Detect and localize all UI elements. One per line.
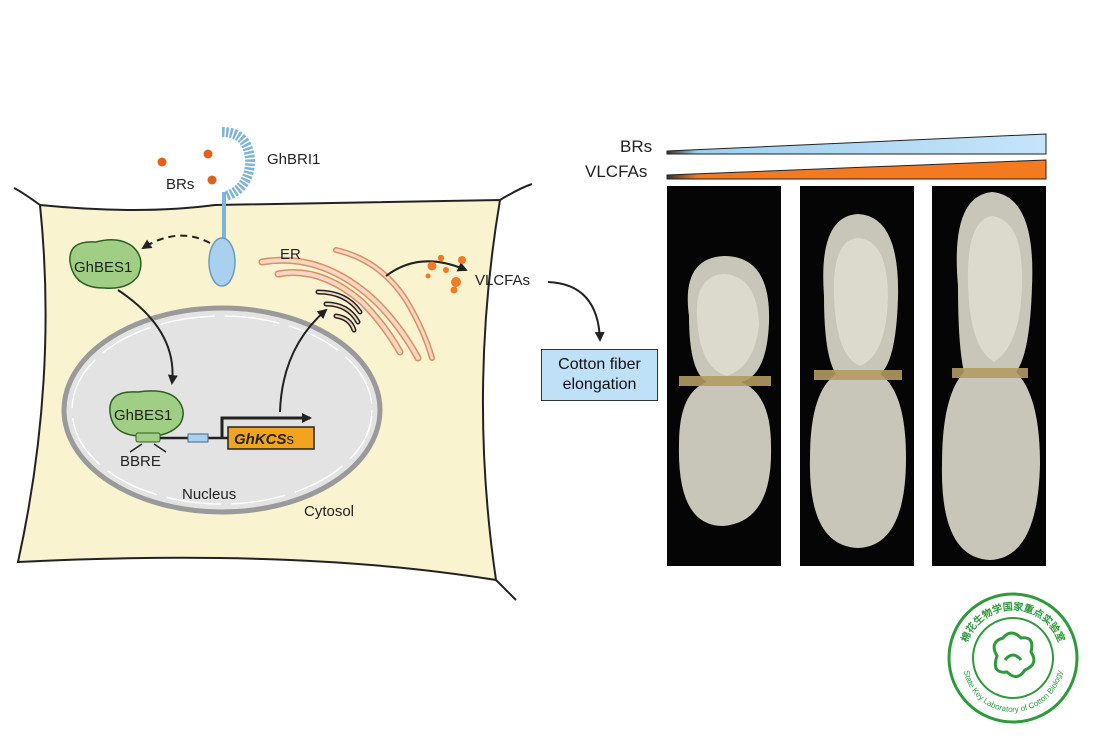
nuclear-envelope-inner: [71, 315, 373, 505]
bbre-element: [135, 432, 161, 443]
state-key-lab-logo: 棉花生物学国家重点实验室 State Key Laboratory of Cot…: [947, 592, 1079, 724]
cotton-fiber-photo-1: [667, 186, 781, 566]
er-membranes: [258, 247, 435, 362]
brs-gradient-label: BRs: [620, 137, 653, 156]
receptor-label: GhBRI1: [267, 151, 320, 168]
cotton-fiber-photo-2: [800, 186, 914, 566]
bbre-label: BBRE: [120, 453, 161, 470]
nucleus-label: Nucleus: [182, 486, 236, 503]
vlcfas-gradient-label: VLCFAs: [585, 162, 648, 181]
vlcfas-to-outcome-arrow: [547, 281, 605, 342]
brs-label: BRs: [166, 176, 194, 193]
brs-gradient-bar: [666, 133, 1047, 155]
cytosol-label: Cytosol: [304, 503, 354, 520]
brs-molecules: [157, 149, 217, 185]
ghbes1-nuclear-label: GhBES1: [114, 407, 172, 424]
vlcfas-gradient-bar: [666, 159, 1047, 180]
transcription-start-arrow: [220, 413, 312, 438]
dashed-activation-arrow: [141, 234, 211, 250]
vlcfas-label: VLCFAs: [475, 272, 530, 289]
cotton-fiber-elongation-box: Cotton fiber elongation: [541, 349, 658, 401]
cotton-fiber-photo-3: [932, 186, 1046, 566]
receptor-ghbri1: [208, 127, 256, 287]
er-to-vlcfas-arrow: [385, 260, 468, 277]
gene-box: [227, 426, 315, 450]
bbre-pointer: [129, 443, 167, 453]
expression-arrow: [279, 308, 328, 413]
gene-label: GhKCSs: [234, 431, 294, 448]
cell-wall-extension: [13, 187, 41, 206]
vlcfas-molecules: [425, 254, 466, 294]
nuclear-import-arrow: [117, 289, 178, 385]
promoter-box: [187, 433, 209, 443]
ghbes1-cytosol: [69, 239, 142, 289]
ghbes1-cytosol-label: GhBES1: [74, 259, 132, 276]
cotton-boll-icon: [992, 631, 1036, 678]
er-label: ER: [280, 246, 301, 263]
nucleus: [61, 305, 383, 515]
